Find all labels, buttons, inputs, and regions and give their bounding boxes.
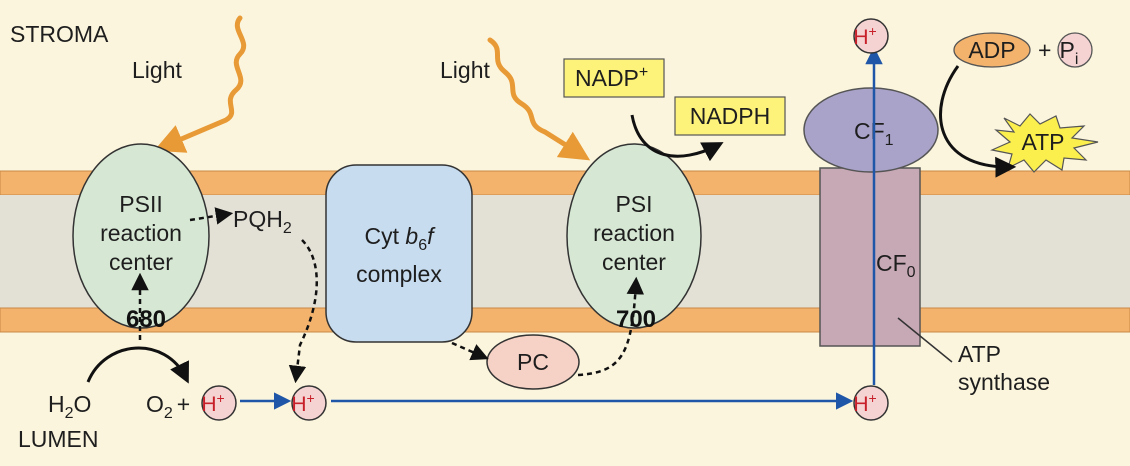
plastocyanin [486,334,580,390]
adp-label: ADP [968,37,1015,63]
electron-path-pqh2-down [288,239,318,384]
adp-oval [953,32,1031,68]
nadph-box [674,96,786,136]
lumen-label: LUMEN [18,426,99,452]
psii-label-line2: reaction [100,220,182,246]
light-label-right: Light [440,57,490,83]
svg-text:H+: H+ [291,390,314,416]
light-label-left: Light [132,57,182,83]
nadp-label: NADP+ [575,64,648,91]
cyt-b6f-label: Cyt b6f [365,223,437,254]
svg-text:H+: H+ [201,390,224,416]
water-label: H2O [48,391,91,422]
cf0-subunit [819,167,921,347]
psi-reaction-center [566,143,702,329]
thylakoid-membrane [0,170,1130,333]
pqh2-label: PQH2 [233,206,292,237]
phosphate-circle [1057,32,1093,68]
cyt-b6f-complex [325,164,473,343]
nadp-reduction-arrow [630,114,724,162]
phosphate-label: Pi [1060,37,1079,68]
atp-synthase-pointer [897,317,953,363]
pc-label: PC [517,349,549,375]
light-arrow-left [153,15,247,153]
nadp-box [563,58,665,98]
proton-circle-lumen-1: H+ [201,385,237,421]
psii-label-line3: center [109,249,173,275]
psi-label-line1: PSI [615,191,652,217]
atp-synthesis-arrow [939,65,1017,178]
electron-path-cyt-to-pc [451,341,489,361]
nadph-label: NADPH [690,103,771,129]
atp-starburst [990,113,1099,173]
psi-label-line3: center [602,249,666,275]
psii-number: 680 [126,306,166,333]
cf0-label: CF0 [876,250,916,281]
atp-label: ATP [1021,129,1064,155]
svg-text:H+: H+ [853,390,876,416]
electron-path-pc-to-psi [577,276,645,377]
oxygen-label: O2+ [146,391,190,422]
light-arrow-right [487,37,591,161]
cf1-label: CF1 [854,118,894,149]
psii-label-line1: PSII [119,191,162,217]
water-splitting-arrow [86,346,189,384]
cyt-b6f-label-line2: complex [356,261,442,287]
svg-text:H+: H+ [853,23,876,49]
psi-label-line2: reaction [593,220,675,246]
atp-synthase-label-line2: synthase [958,369,1050,395]
proton-circle-lumen-2: H+ [291,385,327,421]
cf1-subunit [803,87,939,173]
proton-circle-stroma: H+ [853,18,889,54]
plus-sign: + [1038,37,1051,63]
electron-path-psii-to-pqh2 [189,207,234,225]
psi-number: 700 [616,306,656,333]
proton-circle-lumen-3: H+ [853,385,889,421]
stroma-label: STROMA [10,21,109,47]
atp-synthase-label: ATP [958,341,1001,367]
